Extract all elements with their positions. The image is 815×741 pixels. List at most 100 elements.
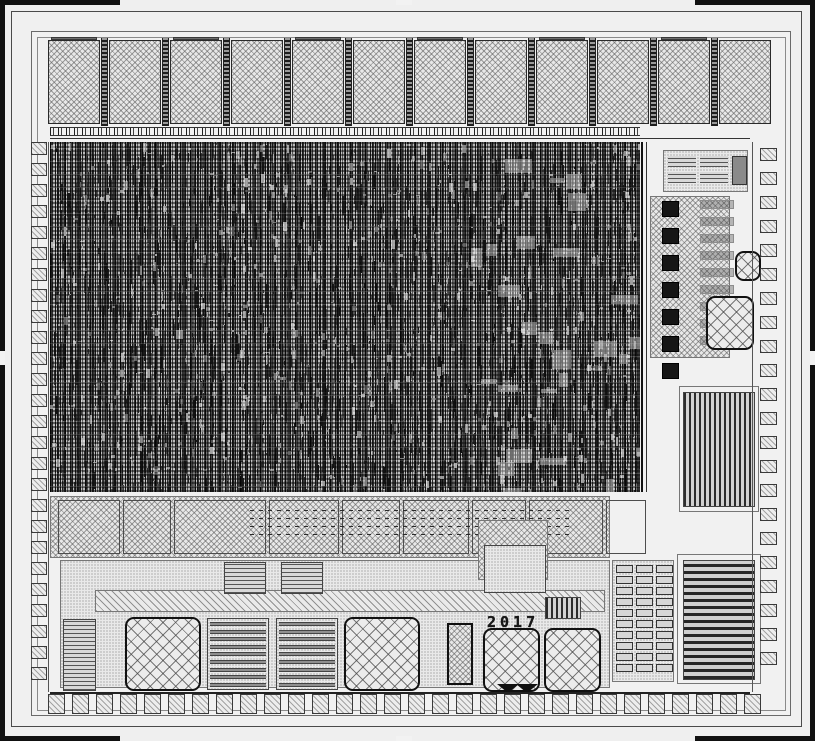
- analog-pad-f: [735, 251, 761, 281]
- control-cell: [700, 285, 734, 294]
- pad-cap: [417, 37, 463, 40]
- capacitor-row: [210, 622, 266, 626]
- right-bond-pad: [760, 436, 777, 449]
- left-bond-pad: [31, 667, 47, 680]
- analog-power-strap: [95, 590, 605, 612]
- decoder-cell: [656, 664, 673, 672]
- left-bond-pad: [31, 499, 47, 512]
- left-bond-pad: [31, 520, 47, 533]
- right-bond-pad: [760, 604, 777, 617]
- decoder-cell: [616, 576, 633, 584]
- analog-partition: [269, 500, 339, 554]
- resistor-bank-a: [224, 562, 266, 594]
- bottom-bond-pad: [312, 694, 329, 714]
- bottom-bond-pad: [672, 694, 689, 714]
- analog-pad-a: [125, 617, 201, 691]
- repeater-cell: [662, 363, 679, 379]
- decoder-cell: [656, 565, 673, 573]
- decoder-cell: [616, 620, 633, 628]
- right-bond-pad: [760, 292, 777, 305]
- top-bond-pad: [414, 37, 466, 124]
- right-bond-pad: [760, 556, 777, 569]
- right-bond-pad: [760, 148, 777, 161]
- register-file-block: [663, 150, 748, 192]
- control-cell: [700, 251, 734, 260]
- left-bond-pad: [31, 142, 47, 155]
- top-bond-pad: [48, 37, 100, 124]
- left-bond-pad: [31, 289, 47, 302]
- left-bond-pad: [31, 226, 47, 239]
- bottom-bond-pad: [648, 694, 665, 714]
- analog-routing-trace: [250, 510, 570, 511]
- top-bond-pad: [231, 40, 283, 124]
- capacitor-row: [279, 629, 335, 634]
- right-bond-pad: [760, 340, 777, 353]
- bottom-crop-mark-a: [0, 736, 120, 741]
- top-crop-mark-a: [0, 0, 120, 5]
- bottom-bond-pad: [720, 694, 737, 714]
- analog-pad-c: [483, 628, 540, 692]
- top-bond-pad: [597, 40, 649, 124]
- top-bond-pad: [658, 37, 710, 124]
- analog-partition: [174, 500, 266, 554]
- left-registration-notch: [0, 351, 5, 365]
- left-bond-pad: [31, 604, 47, 617]
- pad-via-column: [711, 38, 718, 126]
- sram-array-upper-frame: [679, 386, 759, 512]
- bottom-bond-pad: [192, 694, 209, 714]
- decoder-cell: [656, 587, 673, 595]
- pad-via-column: [345, 38, 352, 126]
- decoder-cell: [636, 631, 653, 639]
- bottom-bond-pad: [240, 694, 257, 714]
- decoder-cell: [636, 642, 653, 650]
- bottom-bond-pad: [504, 694, 521, 714]
- bottom-bond-pad: [384, 694, 401, 714]
- pad-via-column: [101, 38, 108, 126]
- decoder-cell: [656, 609, 673, 617]
- decoder-cell: [656, 642, 673, 650]
- pad-via-column: [223, 38, 230, 126]
- pad-via-column: [528, 38, 535, 126]
- capacitor-row: [210, 675, 266, 680]
- left-bond-pad: [31, 205, 47, 218]
- analog-partition: [58, 500, 120, 554]
- analog-partition: [123, 500, 171, 554]
- capacitor-row: [210, 667, 266, 672]
- bottom-bond-pad: [96, 694, 113, 714]
- repeater-cell: [662, 228, 679, 244]
- left-bond-pad: [31, 352, 47, 365]
- pad-via-column: [650, 38, 657, 126]
- bottom-bond-pad: [456, 694, 473, 714]
- decoder-cell: [636, 609, 653, 617]
- right-bond-pad: [760, 580, 777, 593]
- left-seal-rail: [48, 142, 49, 692]
- pad-cap: [661, 37, 707, 40]
- top-registration-notch: [396, 0, 412, 5]
- capacitor-row: [279, 660, 335, 664]
- left-bond-pad: [31, 268, 47, 281]
- right-bond-pad: [760, 460, 777, 473]
- right-crop-mark: [810, 0, 815, 741]
- right-bond-pad: [760, 268, 777, 281]
- left-bond-pad: [31, 415, 47, 428]
- bandgap-block: [447, 623, 473, 685]
- decoder-cell: [636, 664, 653, 672]
- right-bond-pad: [760, 388, 777, 401]
- capacitor-row: [210, 682, 266, 687]
- left-bond-pad: [31, 646, 47, 659]
- core-right-bus: [641, 142, 643, 492]
- resistor-bank-b: [281, 562, 323, 594]
- right-bond-pad: [760, 172, 777, 185]
- decoder-cell: [656, 598, 673, 606]
- bottom-power-rail: [50, 692, 750, 694]
- capacitor-row: [279, 675, 335, 680]
- bottom-bond-pad: [528, 694, 545, 714]
- repeater-cell: [662, 336, 679, 352]
- control-cell: [700, 217, 734, 226]
- decoder-cell: [636, 587, 653, 595]
- pad-cap: [51, 37, 97, 40]
- control-cell: [700, 234, 734, 243]
- right-bond-pad: [760, 316, 777, 329]
- analog-routing-trace: [250, 534, 570, 535]
